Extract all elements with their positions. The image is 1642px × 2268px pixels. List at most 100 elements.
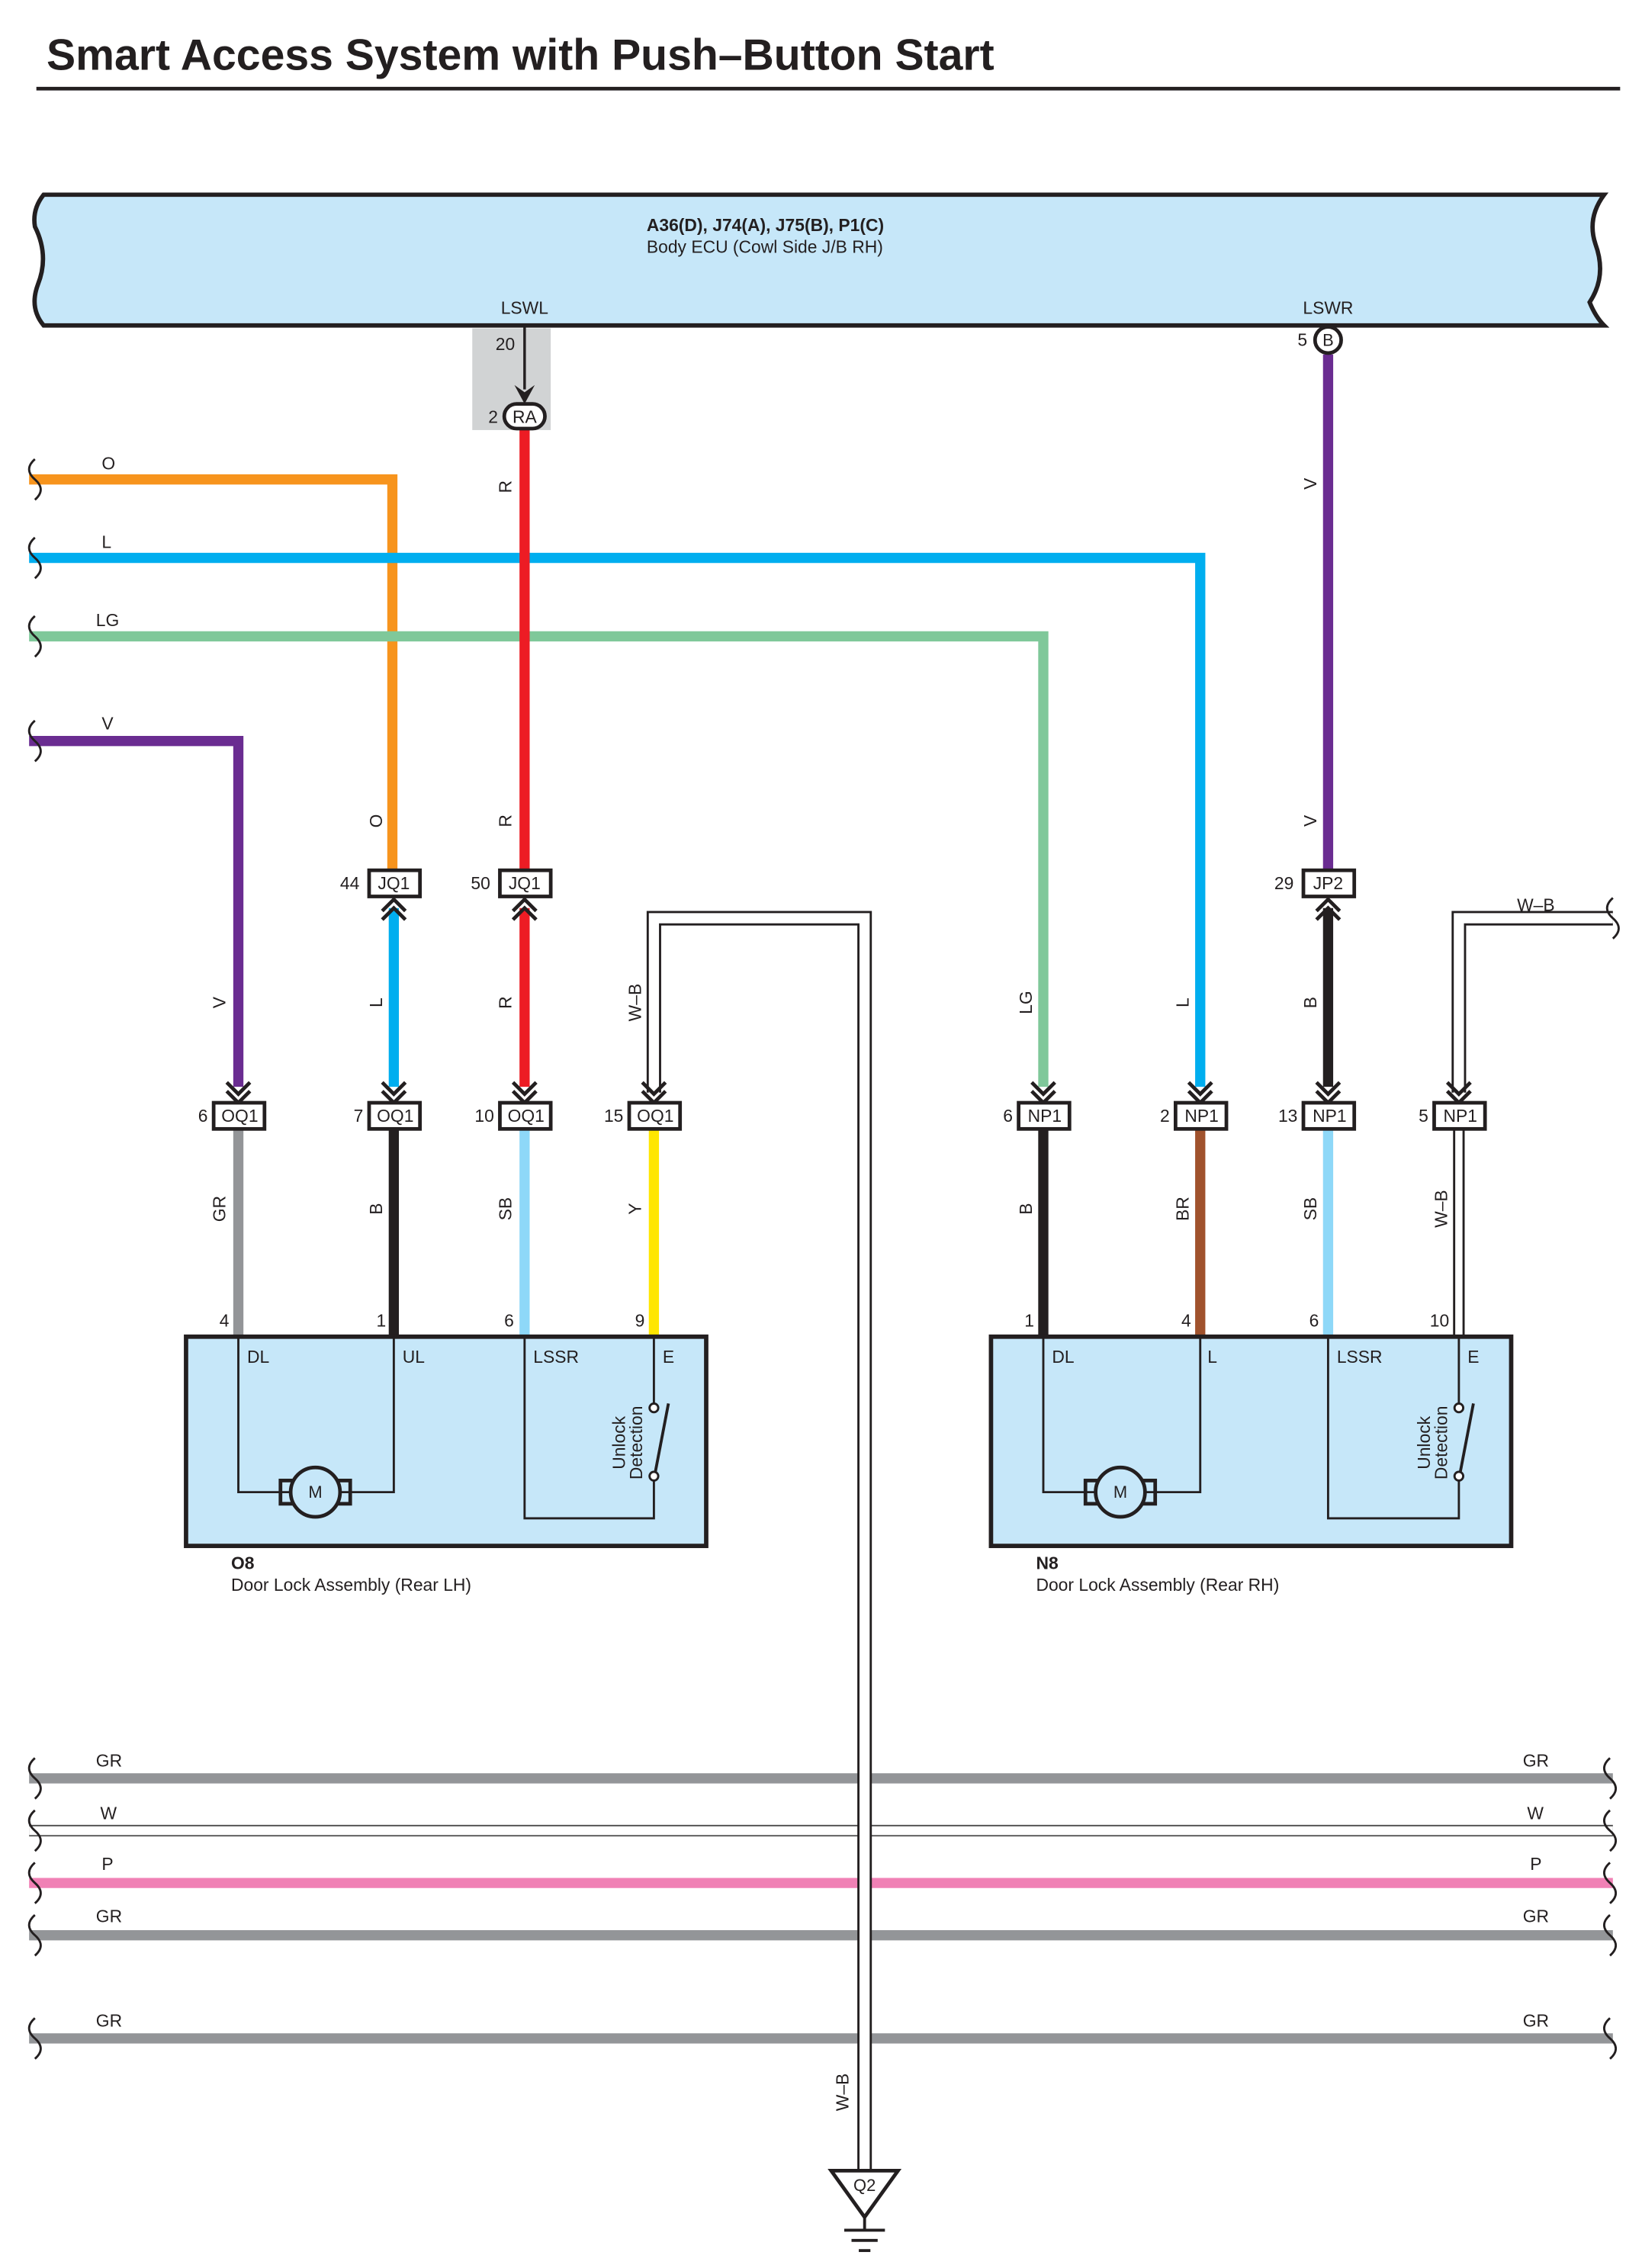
svg-text:6: 6	[1309, 1310, 1319, 1330]
label-br-n8: BR	[1173, 1197, 1193, 1221]
label-v-top: V	[1300, 477, 1320, 490]
svg-text:1: 1	[377, 1310, 387, 1330]
connector-np1-2: NP1 13	[1278, 1081, 1357, 1131]
label-wb-n8: W–B	[1432, 1190, 1451, 1228]
svg-text:Detection: Detection	[626, 1406, 646, 1480]
bus-wires	[29, 1773, 1613, 2044]
svg-text:RA: RA	[513, 406, 538, 426]
svg-text:Unlock: Unlock	[609, 1415, 628, 1469]
svg-text:6: 6	[1003, 1106, 1013, 1126]
svg-text:GR: GR	[96, 1751, 122, 1771]
ecu-pin-5: 5	[1297, 329, 1307, 349]
switch-icon	[648, 1402, 660, 1414]
svg-text:Unlock: Unlock	[1414, 1415, 1434, 1469]
component-name: Door Lock Assembly (Rear LH)	[231, 1575, 471, 1595]
wire-o	[29, 474, 398, 872]
svg-text:GR: GR	[1523, 1751, 1549, 1771]
svg-text:W: W	[1527, 1803, 1544, 1823]
door-lock-rear-lh: M Unlock Detection DL UL LSSR E 4 1 6 9 …	[184, 1310, 709, 1595]
label-l-left: L	[366, 997, 386, 1007]
label-r-mid: R	[496, 814, 516, 827]
svg-text:OQ1: OQ1	[221, 1106, 258, 1126]
ecu-pin-b: B 5	[1297, 325, 1343, 355]
label-y-o8: Y	[625, 1203, 644, 1214]
label-v: V	[101, 713, 114, 733]
page-title: Smart Access System with Push–Button Sta…	[47, 31, 995, 79]
svg-text:M: M	[1113, 1483, 1127, 1502]
label-wb-ground: W–B	[833, 2074, 853, 2112]
svg-text:6: 6	[504, 1310, 514, 1330]
terminal-lswr: LSWR	[1303, 298, 1353, 318]
svg-text:2: 2	[1160, 1106, 1170, 1126]
svg-text:JP2: JP2	[1313, 873, 1343, 893]
pin-20: 20	[496, 334, 515, 354]
arrow-down-icon	[514, 384, 535, 404]
terminal-lswl: LSWL	[501, 298, 548, 318]
wire-break-marks	[27, 458, 1620, 2060]
svg-text:13: 13	[1278, 1106, 1297, 1126]
svg-text:1: 1	[1024, 1310, 1034, 1330]
wire-v-left	[29, 735, 244, 1087]
svg-text:29: 29	[1274, 873, 1293, 893]
door-lock-rear-rh: M Unlock Detection DL L LSSR E 1 4 6 10 …	[988, 1310, 1514, 1595]
ecu-name: Body ECU (Cowl Side J/B RH)	[647, 237, 883, 257]
svg-text:M: M	[308, 1483, 322, 1502]
ground-icon	[827, 2168, 902, 2221]
svg-text:6: 6	[198, 1106, 208, 1126]
wire-labels: R V O R V V L R W–B LG L B GR B SB Y B B…	[209, 477, 1451, 2111]
svg-text:P: P	[1530, 1854, 1541, 1874]
motor-icon	[288, 1465, 342, 1519]
junction-pin: 2	[488, 406, 498, 426]
junction-ra: RA 2	[488, 402, 547, 431]
svg-text:9: 9	[635, 1310, 645, 1330]
svg-text:NP1: NP1	[1184, 1106, 1218, 1126]
svg-text:P: P	[101, 1854, 113, 1874]
svg-text:Q2: Q2	[853, 2176, 876, 2195]
svg-text:DL: DL	[247, 1347, 269, 1367]
connector-jq1-44: JQ1 44	[340, 868, 423, 921]
label-l-right: L	[1173, 997, 1193, 1007]
label-sb-n8: SB	[1300, 1197, 1320, 1221]
svg-text:OQ1: OQ1	[637, 1106, 673, 1126]
wire-lg	[29, 631, 1049, 1087]
label-v-mid: V	[1300, 814, 1320, 827]
connector-jp2-29: JP2 29	[1274, 868, 1357, 921]
svg-text:DL: DL	[1052, 1347, 1074, 1367]
svg-text:15: 15	[604, 1106, 623, 1126]
label-gr-o8: GR	[209, 1196, 229, 1222]
svg-text:5: 5	[1419, 1106, 1428, 1126]
svg-text:NP1: NP1	[1313, 1106, 1346, 1126]
label-r-left: R	[496, 996, 516, 1009]
label-b-n8: B	[1016, 1203, 1036, 1214]
svg-text:LSSR: LSSR	[533, 1347, 579, 1367]
svg-text:JQ1: JQ1	[509, 873, 541, 893]
ecu-connectors: A36(D), J74(A), J75(B), P1(C)	[647, 215, 884, 235]
svg-text:GR: GR	[1523, 2011, 1549, 2031]
connector-np1-1: NP1 2	[1160, 1081, 1229, 1131]
svg-text:Detection: Detection	[1432, 1406, 1451, 1480]
connector-oq1-0: OQ1 6	[198, 1081, 267, 1131]
label-wb-right: W–B	[1517, 895, 1555, 915]
svg-text:10: 10	[1430, 1310, 1449, 1330]
label-lg: LG	[96, 610, 120, 630]
svg-text:50: 50	[471, 873, 490, 893]
label-sb-o8: SB	[496, 1197, 516, 1221]
component-name: Door Lock Assembly (Rear RH)	[1036, 1575, 1279, 1595]
motor-icon	[1094, 1465, 1147, 1519]
label-o-mid: O	[366, 814, 386, 828]
label-wb-left: W–B	[625, 984, 644, 1022]
label-v-left: V	[209, 996, 229, 1008]
svg-text:JQ1: JQ1	[378, 873, 410, 893]
svg-text:LSSR: LSSR	[1337, 1347, 1383, 1367]
svg-text:4: 4	[1181, 1310, 1191, 1330]
svg-text:GR: GR	[96, 2011, 122, 2031]
wires	[29, 354, 1334, 1337]
component-id: N8	[1036, 1553, 1059, 1573]
svg-text:L: L	[1207, 1347, 1217, 1367]
